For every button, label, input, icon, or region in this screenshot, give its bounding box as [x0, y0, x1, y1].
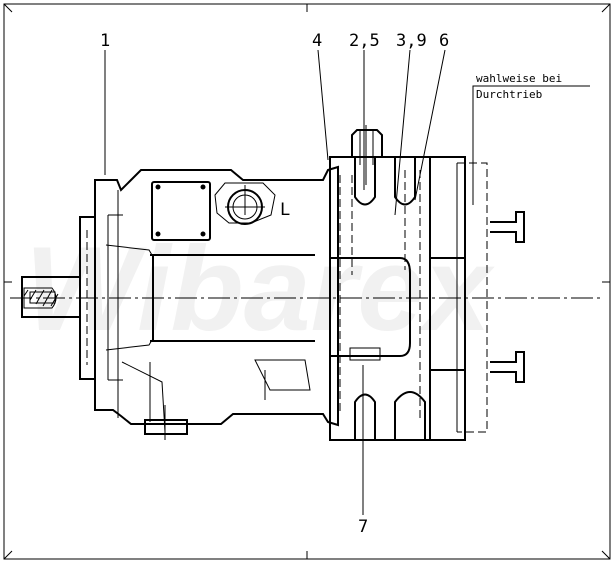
port-plate [329, 156, 488, 441]
label-2-5: 2,5 [349, 31, 380, 51]
note-line1: wahlweise bei [476, 72, 562, 85]
cover-plate [151, 181, 211, 241]
bolts [351, 125, 525, 383]
label-6: 6 [439, 31, 449, 51]
label-4: 4 [312, 31, 322, 51]
watermark: Wibarex [25, 222, 495, 356]
label-1: 1 [100, 31, 110, 51]
leader-lines [104, 49, 590, 515]
label-7: 7 [358, 517, 368, 537]
pump-housing: L [94, 165, 339, 440]
drawing-frame [3, 3, 611, 560]
port-label: L [280, 200, 290, 220]
note-line2: Durchtrieb [476, 88, 542, 101]
label-3-9: 3,9 [396, 31, 427, 51]
